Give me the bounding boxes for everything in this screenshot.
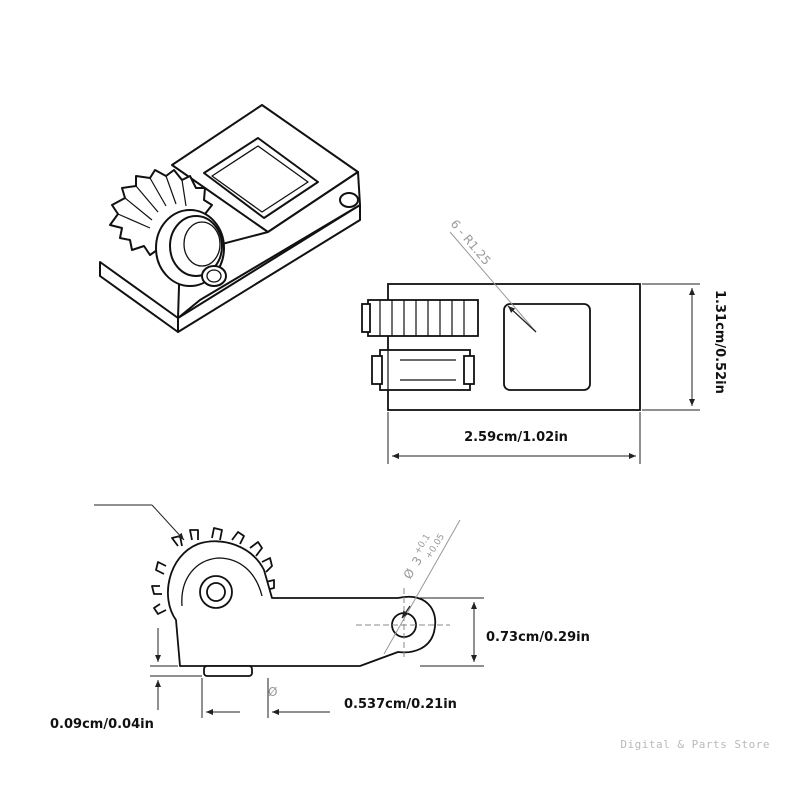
hole-offset-dimension <box>201 678 330 718</box>
hole-size: 3 <box>409 554 425 568</box>
fillet-callout: 6 - R1.25 <box>448 217 494 268</box>
hole-offset-label: 0.537cm/0.21in <box>344 697 457 712</box>
side-view <box>151 527 437 677</box>
store-watermark: Digital & Parts Store <box>620 738 770 751</box>
arm-height-dimension <box>420 597 484 667</box>
arm-height-label: 0.73cm/0.29in <box>486 630 590 645</box>
center-lines <box>356 588 450 660</box>
flange-label: 0.09cm/0.04in <box>50 717 154 732</box>
bottom-diameter-symbol: Ø <box>268 685 277 699</box>
hole-leader-line <box>383 519 461 655</box>
diameter-symbol: Ø <box>401 566 418 581</box>
gear-leader-arrow <box>151 504 185 541</box>
height-dimension <box>642 283 700 411</box>
length-dimension <box>387 412 641 464</box>
height-label: 1.31cm/0.52in <box>712 290 727 394</box>
hole-leader-arrow <box>401 605 411 619</box>
fillet-arrow <box>507 305 537 333</box>
top-view <box>361 283 641 411</box>
isometric-view <box>99 104 361 333</box>
flange-dimension <box>150 628 202 710</box>
length-label: 2.59cm/1.02in <box>464 430 568 445</box>
fillet-leader-line <box>449 231 537 333</box>
